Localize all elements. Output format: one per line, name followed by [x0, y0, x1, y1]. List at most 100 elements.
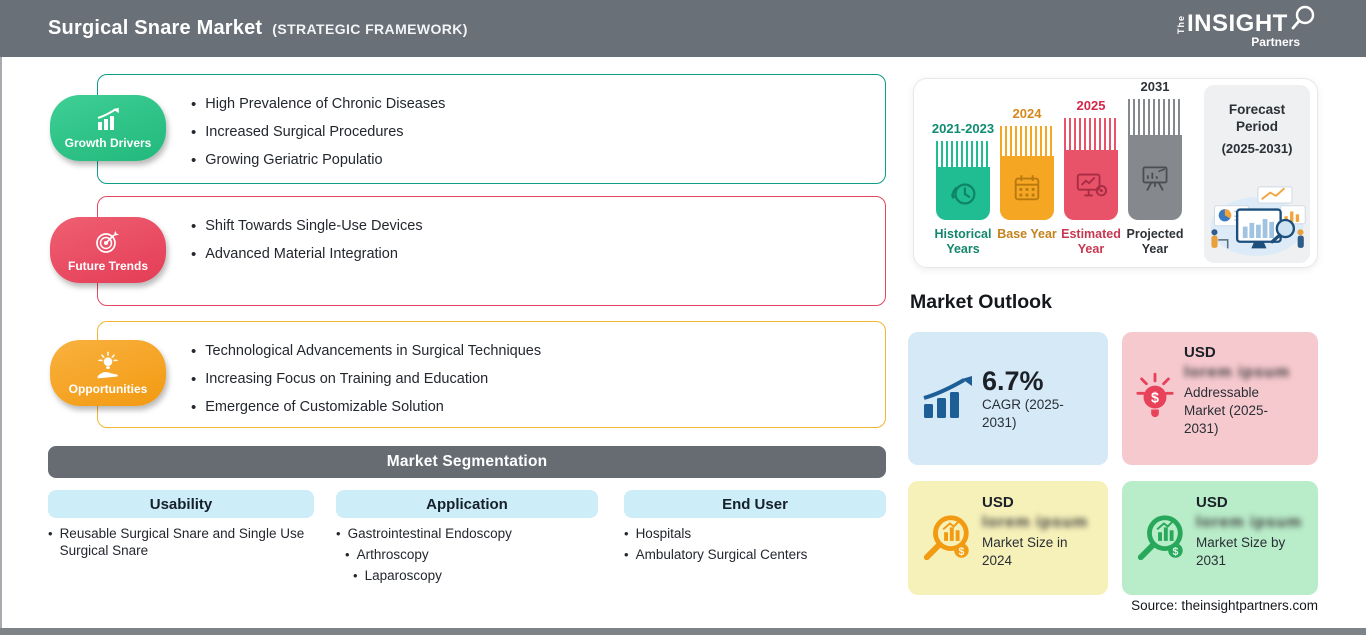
growth-drivers-section: •High Prevalence of Chronic Diseases •In…	[97, 74, 886, 184]
list-item: • Ambulatory Surgical Centers	[624, 546, 886, 563]
size-2031-card-text: USD lorem ipsum Market Size by 2031	[1196, 481, 1306, 595]
list-item: • Increasing Focus on Training and Educat…	[191, 371, 541, 388]
blurred-market-value: lorem ipsum	[1184, 364, 1291, 381]
list-item-text: Ambulatory Surgical Centers	[635, 547, 808, 562]
list-item-text: Laparoscopy	[364, 568, 442, 583]
blurred-market-value: lorem ipsum	[1196, 514, 1303, 531]
timeline-bar-historical: 2021-2023 Historical Years	[932, 121, 994, 259]
left-edge-line	[0, 57, 2, 635]
addressable-label: Addressable Market (2025-2031)	[1184, 385, 1269, 436]
list-item-text: Growing Geriatric Populatio	[205, 152, 383, 168]
future-trends-list: • Shift Towards Single-Use Devices • Advan…	[191, 218, 423, 263]
cagr-card: 6.7% CAGR (2025-2031)	[908, 332, 1108, 465]
cagr-value: 6.7%	[982, 365, 1044, 396]
list-item-text: Reusable Surgical Snare and Single Use S…	[59, 526, 305, 558]
currency-label: USD	[982, 494, 1014, 511]
list-item: • Gastrointestinal Endoscopy	[336, 525, 598, 542]
bullet-dot: •	[624, 547, 629, 562]
addressable-card-text: USD lorem ipsum Addressable Market (2025…	[1184, 332, 1302, 465]
bullet-dot: •	[48, 526, 53, 541]
size-2024-label: Market Size in 2024	[982, 535, 1068, 568]
timeline-year-label: 2031	[1140, 79, 1170, 94]
bar-stripes	[1000, 126, 1054, 156]
addressable-market-card: $ USD lorem ipsum Addressable Market (20…	[1122, 332, 1318, 465]
market-size-2024-card: $ USD lorem ipsum Market Size in 2024	[908, 481, 1108, 595]
list-item-text: Technological Advancements in Surgical T…	[205, 343, 542, 359]
idea-hand-icon	[97, 351, 118, 379]
list-item: •Hospitals	[624, 525, 886, 542]
forecast-period-title-line2: Period	[1235, 119, 1278, 134]
list-item-text: Hospitals	[635, 526, 692, 541]
page-title: Surgical Snare Market	[48, 17, 263, 39]
bar-body	[1064, 150, 1118, 220]
future-trends-badge: Future Trends	[50, 217, 166, 283]
timeline-bar-caption: Projected Year	[1126, 227, 1184, 256]
market-size-2031-card: $ USD lorem ipsum Market Size by 2031	[1122, 481, 1318, 595]
clock-history-icon	[950, 182, 976, 205]
opportunities-list: • Technological Advancements in Surgical …	[191, 343, 541, 416]
bullet-dot: •	[191, 399, 197, 416]
growth-drivers-badge: Growth Drivers	[50, 95, 166, 161]
list-item-text: Increasing Focus on Training and Educati…	[205, 371, 489, 387]
target-icon	[96, 230, 119, 253]
market-segmentation-header: Market Segmentation	[48, 446, 886, 478]
monitor-gear-icon	[1076, 173, 1108, 197]
logo-the-text: The	[1176, 15, 1186, 35]
timeline-bar-projected: 2031 Projected Year	[1127, 79, 1184, 259]
bottom-footer-strip	[0, 628, 1366, 635]
growth-chart-icon	[97, 107, 119, 130]
bullet-dot: •	[191, 246, 197, 263]
svg-text:$: $	[1151, 390, 1159, 406]
application-items: •Gastrointestinal Endoscopy •Arthroscopy…	[336, 525, 598, 584]
timeline-bar-estimated: 2025 Estimated Year	[1061, 98, 1121, 259]
size-2024-card-text: USD lorem ipsum Market Size in 2024	[982, 481, 1092, 595]
bullet-dot: •	[191, 124, 197, 141]
bar-stripes	[936, 141, 990, 167]
badge-label: Opportunities	[68, 382, 148, 396]
list-item-text: Gastrointestinal Endoscopy	[347, 526, 512, 541]
list-item-text: Increased Surgical Procedures	[205, 124, 404, 140]
list-item: • Shift Towards Single-Use Devices	[191, 218, 423, 235]
future-trends-section: • Shift Towards Single-Use Devices • Advan…	[97, 196, 886, 306]
cagr-label: CAGR (2025-2031)	[982, 396, 1064, 430]
bullet-dot: •	[345, 547, 350, 562]
currency-label: USD	[1184, 344, 1216, 361]
market-outlook-heading: Market Outlook	[910, 291, 1052, 313]
list-item: •Laparoscopy	[353, 567, 598, 584]
magnifier-chart-icon: $	[1134, 511, 1188, 565]
header-bar: Surgical Snare Market (STRATEGIC FRAMEWO…	[0, 0, 1366, 57]
timeline-bar-base: 2024 Base Year	[997, 106, 1057, 259]
list-item-text: Shift Towards Single-Use Devices	[205, 218, 423, 234]
projection-screen-icon	[1142, 165, 1168, 191]
list-item-text: High Prevalence of Chronic Diseases	[205, 96, 446, 112]
size-2031-label: Market Size by 2031	[1196, 535, 1286, 568]
list-item: • Technological Advancements in Surgical …	[191, 343, 541, 360]
timeline-year-label: 2024	[1012, 106, 1042, 121]
timeline-bars: 2021-2023 Historical Years 2024	[932, 79, 1184, 259]
page-subtitle: (STRATEGIC FRAMEWORK)	[272, 21, 468, 37]
growth-bars-icon	[920, 375, 974, 422]
timeline-year-label: 2025	[1076, 98, 1106, 113]
segment-column-application: Application	[336, 490, 598, 518]
calendar-icon	[1014, 175, 1040, 201]
bullet-dot: •	[336, 526, 341, 541]
timeline-bar-caption: Estimated Year	[1061, 227, 1121, 256]
list-item-text: Advanced Material Integration	[205, 246, 398, 262]
bullet-dot: •	[191, 371, 197, 388]
opportunities-section: • Technological Advancements in Surgical …	[97, 321, 886, 428]
insight-partners-logo: The INSIGHT Partners	[1176, 5, 1315, 52]
list-item: • Reusable Surgical Snare and Single Use …	[48, 525, 310, 559]
timeline-card: 2021-2023 Historical Years 2024	[913, 78, 1318, 268]
forecast-period-range: (2025-2031)	[1221, 141, 1293, 156]
dollar-bulb-icon: $	[1134, 371, 1176, 427]
bullet-dot: •	[191, 343, 197, 360]
list-item: • Advanced Material Integration	[191, 246, 423, 263]
bullet-dot: •	[191, 218, 197, 235]
enduser-items: •Hospitals • Ambulatory Surgical Centers	[624, 525, 886, 563]
cagr-card-text: 6.7% CAGR (2025-2031)	[982, 366, 1098, 432]
bar-stripes	[1064, 118, 1118, 150]
magnifier-icon	[1291, 5, 1315, 30]
svg-text:$: $	[1173, 546, 1179, 558]
segment-column-enduser: End User	[624, 490, 886, 518]
